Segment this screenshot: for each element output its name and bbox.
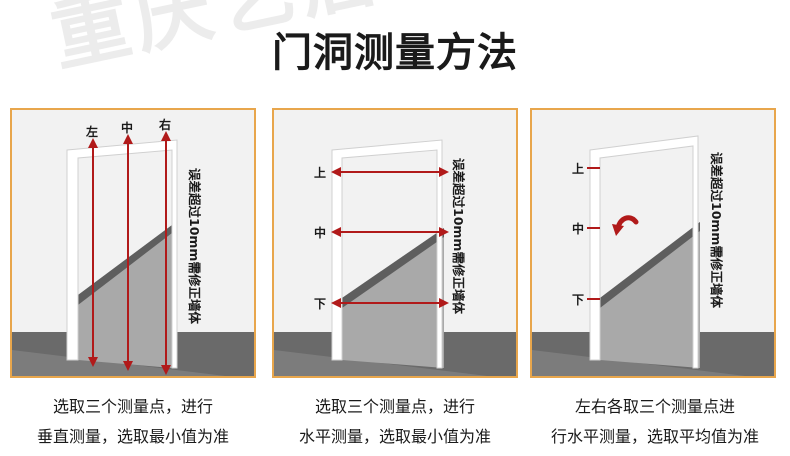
label-middle: 中 (314, 225, 326, 240)
label-top: 上 (314, 165, 326, 180)
diagram-average-measurement: 上 中 下 误差超过10mm需修正墙体 (530, 108, 776, 378)
label-middle: 中 (121, 120, 133, 135)
tolerance-note: 误差超过10mm需修正墙体 (709, 152, 724, 308)
label-bottom: 下 (314, 297, 326, 311)
caption-horizontal: 选取三个测量点，进行 水平测量，选取最小值为准 (298, 397, 491, 446)
curved-arrow-icon (612, 215, 639, 236)
caption-vertical: 选取三个测量点，进行 垂直测量，选取最小值为准 (36, 397, 229, 446)
label-middle: 中 (572, 221, 584, 236)
tolerance-note: 误差超过10mm需修正墙体 (451, 158, 466, 314)
caption-average: 左右各取三个测量点进 行水平测量，选取平均值为准 (550, 397, 759, 446)
tolerance-note: 误差超过10mm需修正墙体 (187, 168, 202, 324)
page-title: 门洞测量方法 (272, 30, 518, 76)
label-bottom: 下 (572, 293, 584, 307)
label-top: 上 (572, 161, 584, 176)
label-left: 左 (85, 124, 98, 139)
label-right: 右 (158, 117, 171, 132)
diagram-vertical-measurement: 左 中 右 误差超过10mm需修正墙体 (10, 108, 256, 378)
diagram-horizontal-measurement: 上 中 下 误差超过10mm需修正墙体 (272, 108, 518, 378)
